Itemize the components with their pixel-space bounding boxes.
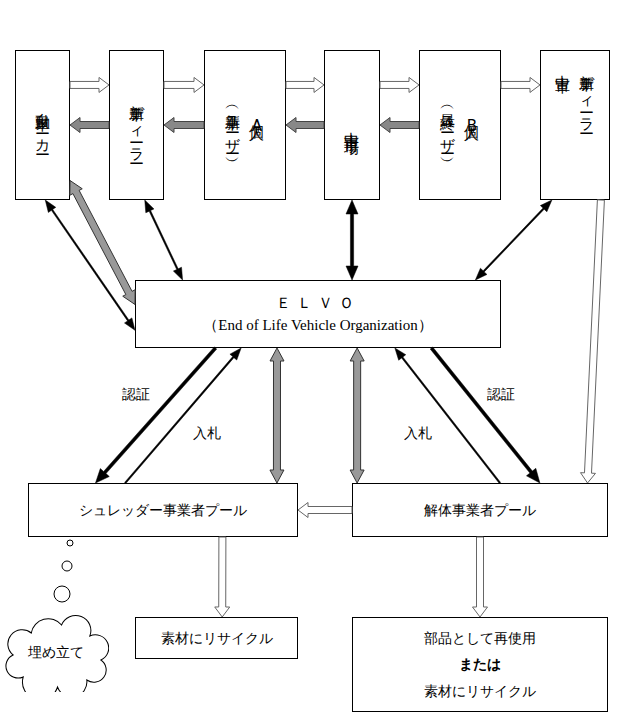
dealer-box: 新車ディーラー中古車 <box>540 50 610 200</box>
flow-arrow <box>45 200 135 330</box>
flow-arrow <box>286 118 324 133</box>
thought-bubbles <box>54 540 73 602</box>
node-text: 素材にリサイクル <box>424 678 536 705</box>
edge-label: 入札 <box>404 425 432 443</box>
node-text: 個人B <box>463 113 481 137</box>
flow-arrow <box>164 118 204 133</box>
flow-arrow <box>395 348 501 483</box>
node-text: 中古車市場 <box>343 120 361 130</box>
node-text: または <box>459 651 501 678</box>
flow-arrow <box>501 77 540 92</box>
dealer-box: 新車ディーラー <box>109 50 164 200</box>
node-text: （最終ユーザー） <box>439 100 457 150</box>
flow-arrow <box>298 503 352 518</box>
pool-box: シュレッダー事業者プール <box>28 483 298 537</box>
maker-box: 自動車メーカー <box>15 50 70 200</box>
pool-box: 解体事業者プール <box>352 483 608 537</box>
flow-arrow <box>145 200 183 280</box>
flow-arrow <box>286 77 324 92</box>
node-text: 部品として再使用 <box>424 625 536 652</box>
result-box: 素材にリサイクル <box>135 617 298 659</box>
user-box: 個人A （新車ユーザー） <box>204 50 286 200</box>
landfill-cloud: 埋め立て <box>3 612 109 692</box>
bubble-dot <box>67 540 73 546</box>
flow-arrow <box>70 77 109 92</box>
node-text: 素材にリサイクル <box>161 628 273 649</box>
flow-arrow <box>270 348 284 483</box>
node-text: 解体事業者プール <box>424 500 536 521</box>
flow-arrow <box>96 347 217 483</box>
node-text: シュレッダー事業者プール <box>79 500 247 521</box>
node-text: 新車ディーラー <box>128 93 146 158</box>
flow-arrow <box>164 77 204 92</box>
node-text: 自動車メーカー <box>34 101 52 149</box>
node-text: 個人A <box>248 113 266 137</box>
edge-label: 認証 <box>487 386 515 404</box>
node-text: 中古車 <box>554 63 572 69</box>
flow-arrow <box>125 348 242 484</box>
node-text: 新車ディーラー <box>578 63 596 128</box>
organization-box: ＥＬＶＯ（End of Life Vehicle Organization） <box>135 280 501 348</box>
node-text: （新車ユーザー） <box>224 100 242 150</box>
flow-arrow <box>581 200 605 483</box>
flow-arrow <box>346 200 358 280</box>
edge-label: 入札 <box>193 425 221 443</box>
flow-arrow <box>350 348 364 483</box>
node-text: ＥＬＶＯ <box>276 292 360 315</box>
node-text: （End of Life Vehicle Organization） <box>203 314 432 337</box>
flow-arrow <box>430 347 540 483</box>
flow-arrow <box>475 200 552 280</box>
bubble-dot <box>54 586 70 602</box>
bubble-dot <box>62 561 72 571</box>
flow-arrow <box>215 537 230 617</box>
flow-arrow <box>380 118 419 133</box>
cloud-shape <box>6 615 109 692</box>
flow-arrow <box>380 77 419 92</box>
market-box: 中古車市場 <box>324 50 380 200</box>
node-text: 埋め立て <box>28 642 84 663</box>
flow-arrow <box>70 118 109 133</box>
edge-label: 認証 <box>122 386 150 404</box>
result-box: 部品として再使用または素材にリサイクル <box>352 617 608 712</box>
user-box: 個人B （最終ユーザー） <box>419 50 501 200</box>
flow-arrow <box>473 537 488 617</box>
